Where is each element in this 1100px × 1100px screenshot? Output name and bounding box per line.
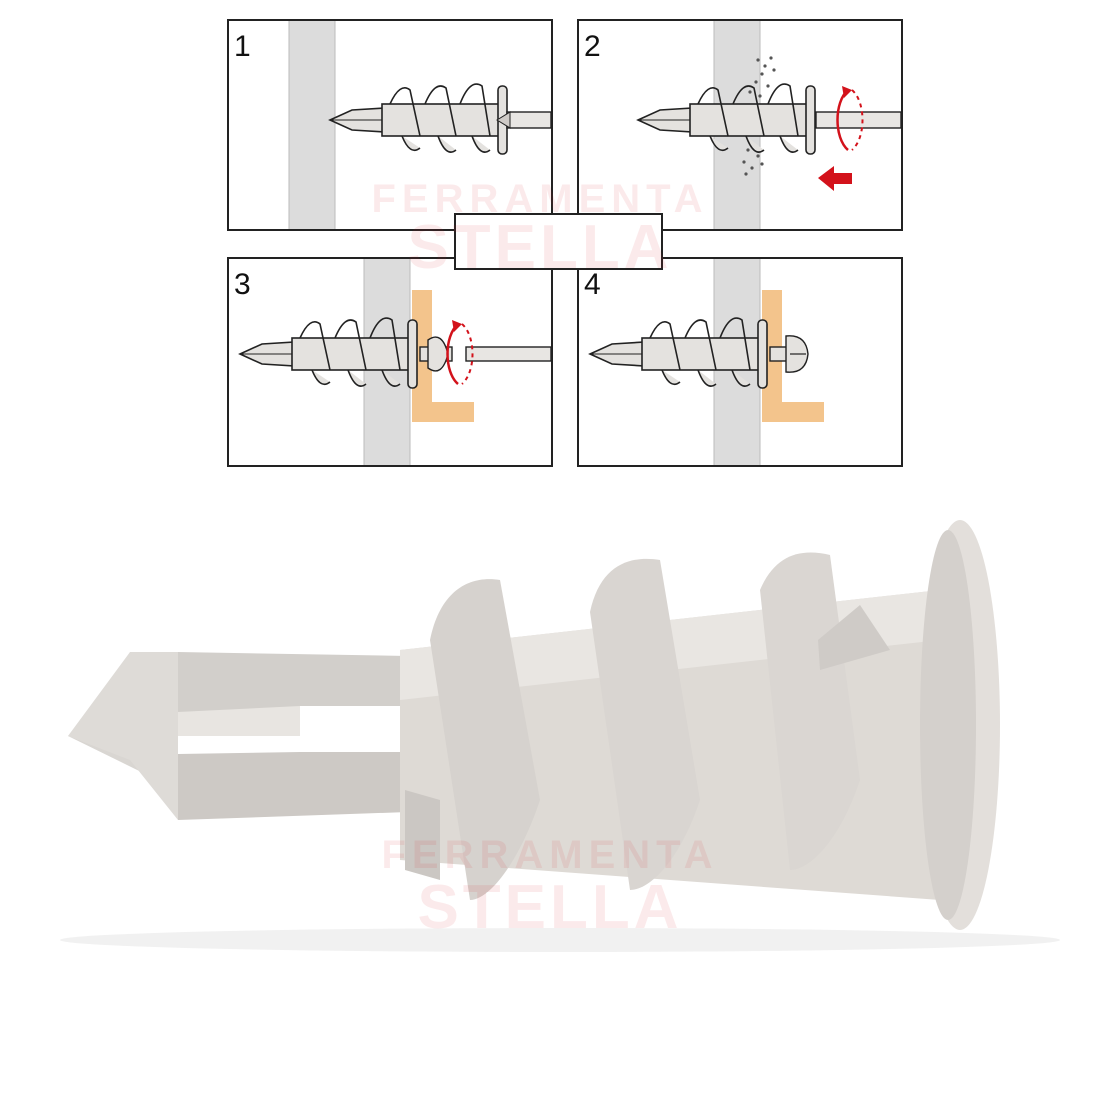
step-4-panel: 4: [577, 257, 903, 467]
step-1-panel: 1: [227, 19, 553, 231]
watermark-line2: STELLA: [417, 873, 682, 942]
watermark-top: FERRAMENTA STELLA: [371, 177, 708, 282]
screwdriver-shaft: [465, 346, 552, 362]
watermark-line1: FERRAMENTA: [371, 177, 708, 221]
drywall-anchor-photo: [60, 520, 1060, 952]
watermark-bottom: FERRAMENTA STELLA: [381, 833, 718, 942]
step-1-label: 1: [234, 30, 251, 63]
screwdriver-shaft: [815, 111, 902, 129]
drywall: [289, 21, 335, 229]
screwdriver-shaft: [506, 111, 552, 129]
step-3-label: 3: [234, 268, 251, 301]
bracket-icon: [412, 290, 474, 422]
watermark-line1: FERRAMENTA: [381, 833, 718, 877]
step-3-panel: 3: [227, 257, 553, 467]
step-4-label: 4: [584, 268, 601, 301]
screw-head-icon: [769, 335, 809, 373]
center-label-box: [454, 213, 663, 270]
bracket-icon: [762, 290, 824, 422]
watermark-line2: STELLA: [407, 213, 672, 282]
dust-particles-icon: [742, 56, 776, 176]
step-2-panel: 2: [577, 19, 903, 231]
step-2-label: 2: [584, 30, 601, 63]
push-arrow-icon: [818, 166, 852, 191]
